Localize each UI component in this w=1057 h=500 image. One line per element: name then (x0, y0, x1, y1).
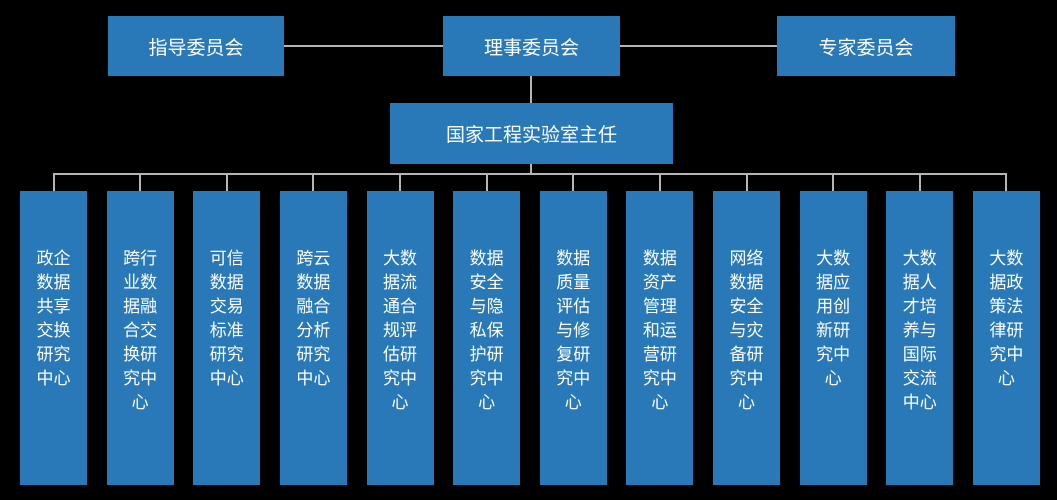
center-cell: 可信数据交易标准研究中心 (193, 174, 261, 485)
center-cell: 跨云数据融合分析研究中心 (279, 174, 347, 485)
research-center-box: 数据资产管理和运营研究中心 (626, 191, 694, 485)
connector-bus-center (225, 174, 228, 191)
research-center-box: 跨云数据融合分析研究中心 (279, 191, 347, 485)
lab-director-label: 国家工程实验室主任 (445, 125, 617, 146)
research-center-label: 数据质量评估与修复研究中心 (556, 249, 591, 412)
connector-bus-center (139, 174, 142, 191)
research-center-box: 可信数据交易标准研究中心 (193, 191, 261, 485)
connector-bus-center (52, 174, 55, 191)
research-center-box: 大数据流通合规评估研究中心 (366, 191, 434, 485)
research-center-label: 数据安全与隐私保护研究中心 (469, 249, 504, 412)
center-cell: 数据安全与隐私保护研究中心 (453, 174, 521, 485)
center-cell: 数据质量评估与修复研究中心 (539, 174, 607, 485)
research-center-label: 网络数据安全与灾备研究中心 (729, 249, 764, 412)
center-cell: 数据资产管理和运营研究中心 (626, 174, 694, 485)
research-center-label: 大数据应用创新研究中心 (816, 249, 851, 388)
research-center-label: 大数据人才培养与国际交流中心 (902, 249, 937, 412)
center-cell: 政企数据共享交换研究中心 (20, 174, 87, 485)
connector-bus-center (1005, 174, 1008, 191)
connector-bus-center (572, 174, 575, 191)
connector-board-director (530, 76, 532, 103)
connector-bus-center (745, 174, 748, 191)
connector-bus-center (485, 174, 488, 191)
connector-bus-center (312, 174, 315, 191)
board-committee-box: 理事委员会 (443, 16, 620, 76)
center-cell: 大数据政策法律研究中心 (972, 174, 1040, 485)
steering-committee-box: 指导委员会 (108, 16, 284, 76)
board-committee-label: 理事委员会 (483, 37, 579, 59)
centers-row: 政企数据共享交换研究中心 跨行业数据融合交换研究中心 可信数据交易标准研究中心 … (20, 174, 1040, 485)
connector-board-expert (620, 45, 777, 47)
connector-director-bus (530, 164, 532, 174)
research-center-box: 数据安全与隐私保护研究中心 (453, 191, 521, 485)
research-center-box: 大数据应用创新研究中心 (799, 191, 867, 485)
research-center-box: 政企数据共享交换研究中心 (20, 191, 87, 485)
center-cell: 网络数据安全与灾备研究中心 (713, 174, 780, 485)
connector-steering-board (284, 45, 443, 47)
connector-bus-center (832, 174, 835, 191)
lab-director-box: 国家工程实验室主任 (390, 103, 673, 164)
center-cell: 大数据应用创新研究中心 (799, 174, 867, 485)
research-center-box: 跨行业数据融合交换研究中心 (106, 191, 174, 485)
expert-committee-label: 专家委员会 (818, 37, 914, 59)
research-center-label: 大数据流通合规评估研究中心 (383, 249, 417, 412)
research-center-box: 大数据人才培养与国际交流中心 (886, 191, 954, 485)
center-cell: 跨行业数据融合交换研究中心 (106, 174, 174, 485)
research-center-label: 数据资产管理和运营研究中心 (642, 249, 677, 412)
research-center-label: 可信数据交易标准研究中心 (209, 249, 244, 388)
steering-committee-label: 指导委员会 (148, 37, 244, 59)
bus-connector-line (53, 173, 1007, 175)
research-center-label: 政企数据共享交换研究中心 (36, 249, 71, 388)
research-center-box: 网络数据安全与灾备研究中心 (713, 191, 780, 485)
research-center-label: 大数据政策法律研究中心 (989, 249, 1024, 388)
center-cell: 大数据流通合规评估研究中心 (366, 174, 434, 485)
research-center-label: 跨云数据融合分析研究中心 (296, 249, 331, 388)
research-center-box: 数据质量评估与修复研究中心 (539, 191, 607, 485)
center-cell: 大数据人才培养与国际交流中心 (886, 174, 954, 485)
expert-committee-box: 专家委员会 (777, 16, 955, 76)
connector-bus-center (918, 174, 921, 191)
connector-bus-center (399, 174, 401, 191)
connector-bus-center (658, 174, 661, 191)
research-center-label: 跨行业数据融合交换研究中心 (123, 249, 158, 412)
research-center-box: 大数据政策法律研究中心 (972, 191, 1040, 485)
